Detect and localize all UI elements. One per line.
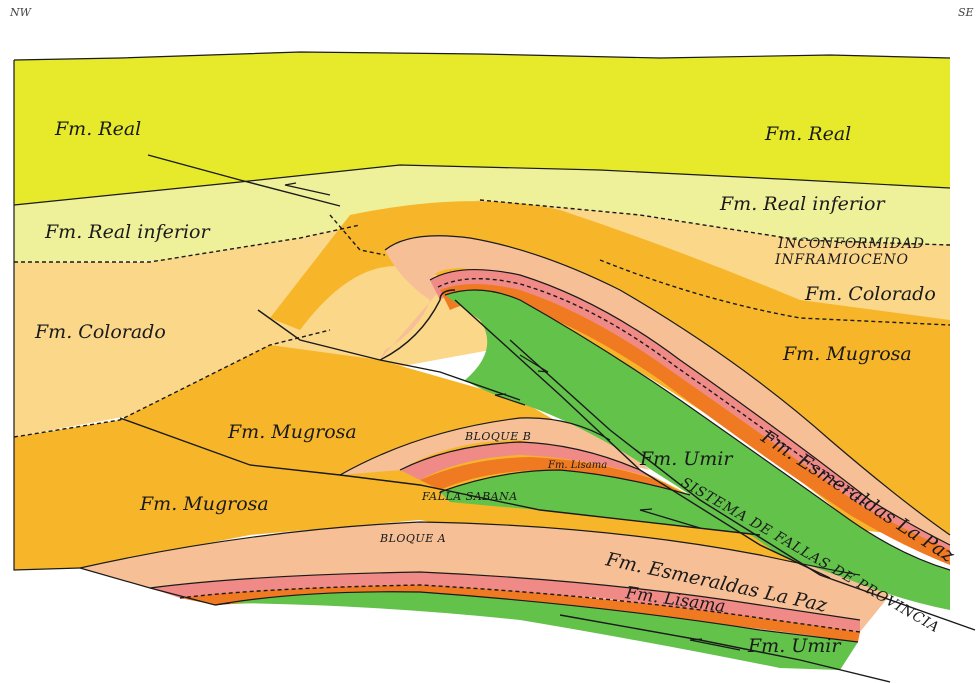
label-mugrosa-mid: Fm. Mugrosa [227,421,357,443]
label-real-inferior-right: Fm. Real inferior [719,193,886,215]
label-real-right: Fm. Real [764,123,851,145]
label-real-inferior-left: Fm. Real inferior [44,221,211,243]
label-bloque-a: BLOQUE A [379,532,446,545]
label-colorado-left: Fm. Colorado [34,321,166,343]
label-colorado-right: Fm. Colorado [804,283,936,305]
orientation-nw-label: NW [9,6,33,19]
label-mugrosa-right: Fm. Mugrosa [782,343,912,365]
label-lisama-small: Fm. Lisama [547,460,607,471]
label-umir-mid: Fm. Umir [639,448,734,470]
label-real-left: Fm. Real [54,118,141,140]
label-inconformidad-1: INCONFORMIDAD [777,236,925,252]
label-mugrosa-low: Fm. Mugrosa [139,493,269,515]
label-umir-lower: Fm. Umir [747,635,842,657]
label-falla-sabana: FALLA SABANA [421,490,518,503]
label-bloque-b: BLOQUE B [464,430,531,443]
label-inconformidad-2: INFRAMIOCENO [774,252,909,268]
orientation-se-label: SE [958,6,974,19]
